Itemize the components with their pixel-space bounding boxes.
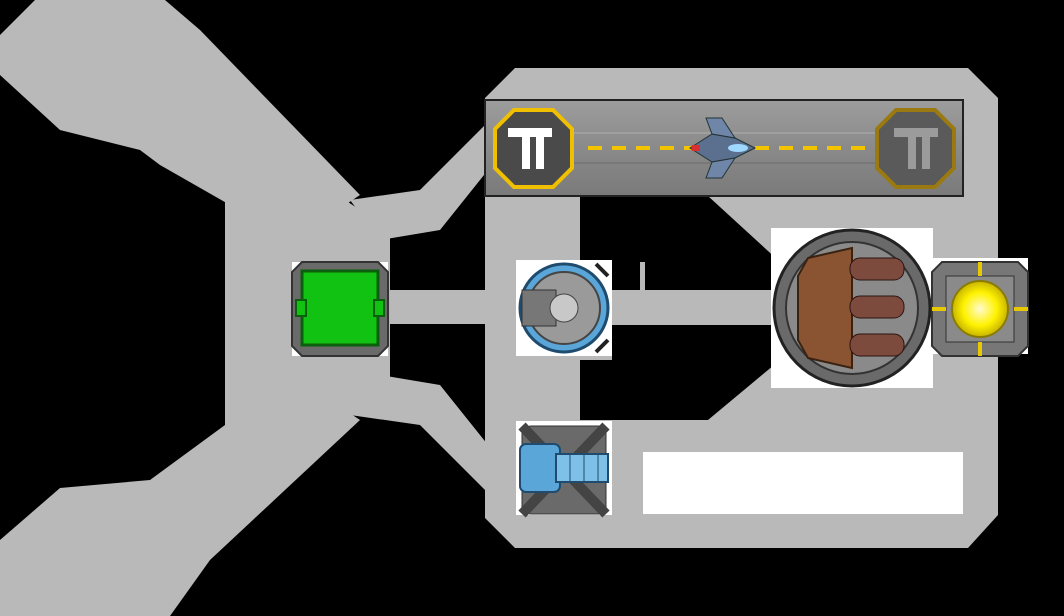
spine	[548, 192, 780, 423]
warp-drive[interactable]	[931, 258, 1029, 357]
heavy-cannon[interactable]	[516, 421, 612, 518]
shield-turret[interactable]	[516, 260, 612, 356]
hull-cutouts	[548, 196, 780, 420]
launch-pad-icon[interactable]	[493, 108, 574, 189]
reactor-core[interactable]	[771, 228, 933, 388]
landing-pad-icon[interactable]	[875, 108, 956, 189]
engine-array	[643, 452, 963, 514]
hangar-bay[interactable]	[484, 99, 964, 197]
command-core[interactable]	[291, 261, 389, 357]
fighter-craft-icon[interactable]	[689, 117, 757, 179]
